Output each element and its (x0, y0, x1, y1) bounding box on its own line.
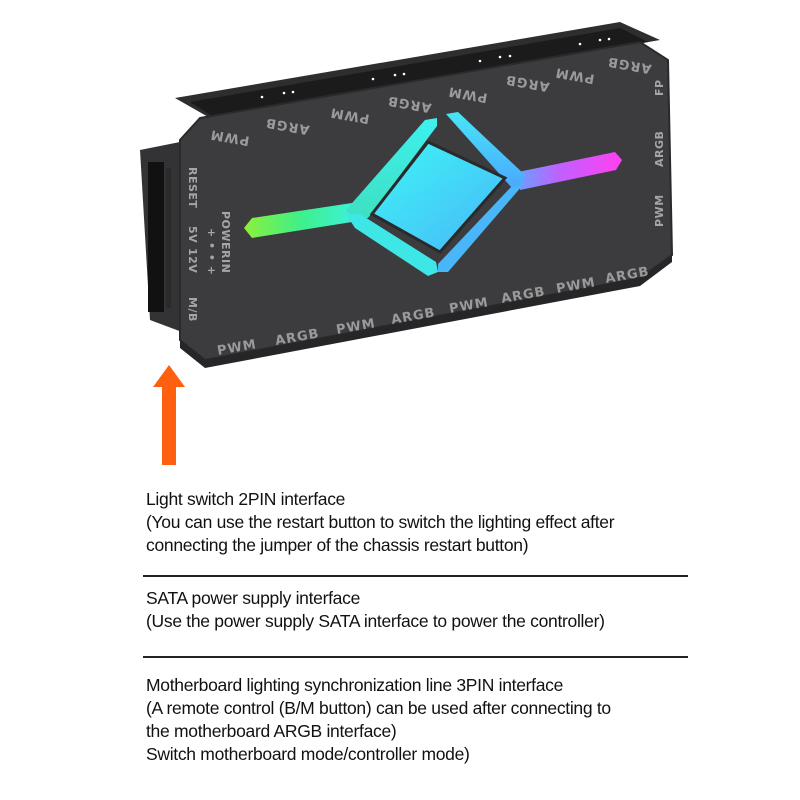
svg-text:RESET: RESET (186, 167, 199, 208)
svg-text:PWM: PWM (216, 337, 258, 359)
svg-text:M/B: M/B (186, 297, 199, 322)
rgb-led-pattern (244, 112, 622, 276)
svg-text:+ • • +: + • • + (205, 228, 218, 275)
section-line: Switch motherboard mode/controller mode) (146, 744, 470, 764)
svg-text:PWM: PWM (329, 104, 371, 126)
svg-text:ARGB: ARGB (653, 131, 666, 167)
svg-text:12V: 12V (186, 248, 199, 273)
svg-text:POWERIN: POWERIN (219, 211, 232, 273)
section-line: (A remote control (B/M button) can be us… (146, 698, 611, 718)
divider (143, 575, 688, 577)
arrow-up-icon (153, 365, 185, 465)
fan-hub-device-image: PWM ARGB PWM ARGB PWM ARGB PWM ARGB PWM … (140, 22, 674, 368)
svg-text:PWM: PWM (554, 64, 596, 86)
svg-text:PWM: PWM (448, 295, 490, 317)
sata-power-section: SATA power supply interface (Use the pow… (146, 587, 706, 633)
svg-text:PWM: PWM (653, 194, 666, 227)
svg-text:PWM: PWM (209, 126, 251, 148)
svg-text:PWM: PWM (335, 316, 377, 338)
fan-hub-illustration: PWM ARGB PWM ARGB PWM ARGB PWM ARGB PWM … (140, 22, 674, 368)
section-title: SATA power supply interface (146, 588, 360, 608)
motherboard-sync-section: Motherboard lighting synchronization lin… (146, 674, 706, 766)
svg-text:FP: FP (653, 79, 666, 96)
section-title: Light switch 2PIN interface (146, 489, 346, 509)
section-line: connecting the jumper of the chassis res… (146, 535, 529, 555)
section-title: Motherboard lighting synchronization lin… (146, 675, 564, 695)
section-line: (Use the power supply SATA interface to … (146, 611, 605, 631)
divider (143, 656, 688, 658)
light-switch-section: Light switch 2PIN interface (You can use… (146, 488, 706, 557)
svg-text:5V: 5V (186, 226, 199, 243)
left-side-labels: RESET 5V 12V M/B POWERIN + • • + (186, 167, 232, 322)
section-line: the motherboard ARGB interface) (146, 721, 397, 741)
sata-port (148, 162, 164, 312)
svg-text:PWM: PWM (447, 83, 489, 105)
right-port-labels: FP ARGB PWM (653, 79, 666, 227)
svg-text:PWM: PWM (555, 275, 597, 297)
section-line: (You can use the restart button to switc… (146, 512, 615, 532)
